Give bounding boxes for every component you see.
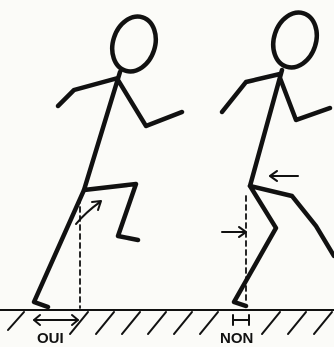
front-arm-left	[118, 80, 182, 126]
front-arm-right	[280, 78, 330, 120]
arrow-icon	[270, 171, 298, 181]
runner-right: NON	[220, 7, 334, 347]
head-left	[105, 11, 162, 77]
torso-right	[250, 70, 282, 186]
back-leg-right	[234, 186, 276, 306]
front-leg-right	[250, 186, 334, 256]
label-oui: OUI	[37, 330, 64, 347]
front-leg-left	[84, 184, 138, 240]
double-arrow-icon	[34, 315, 78, 325]
label-non: NON	[220, 330, 253, 347]
runner-left: OUI	[34, 11, 182, 347]
head-right	[266, 7, 323, 73]
double-arrow-icon	[233, 315, 249, 325]
arrow-icon	[222, 227, 246, 237]
